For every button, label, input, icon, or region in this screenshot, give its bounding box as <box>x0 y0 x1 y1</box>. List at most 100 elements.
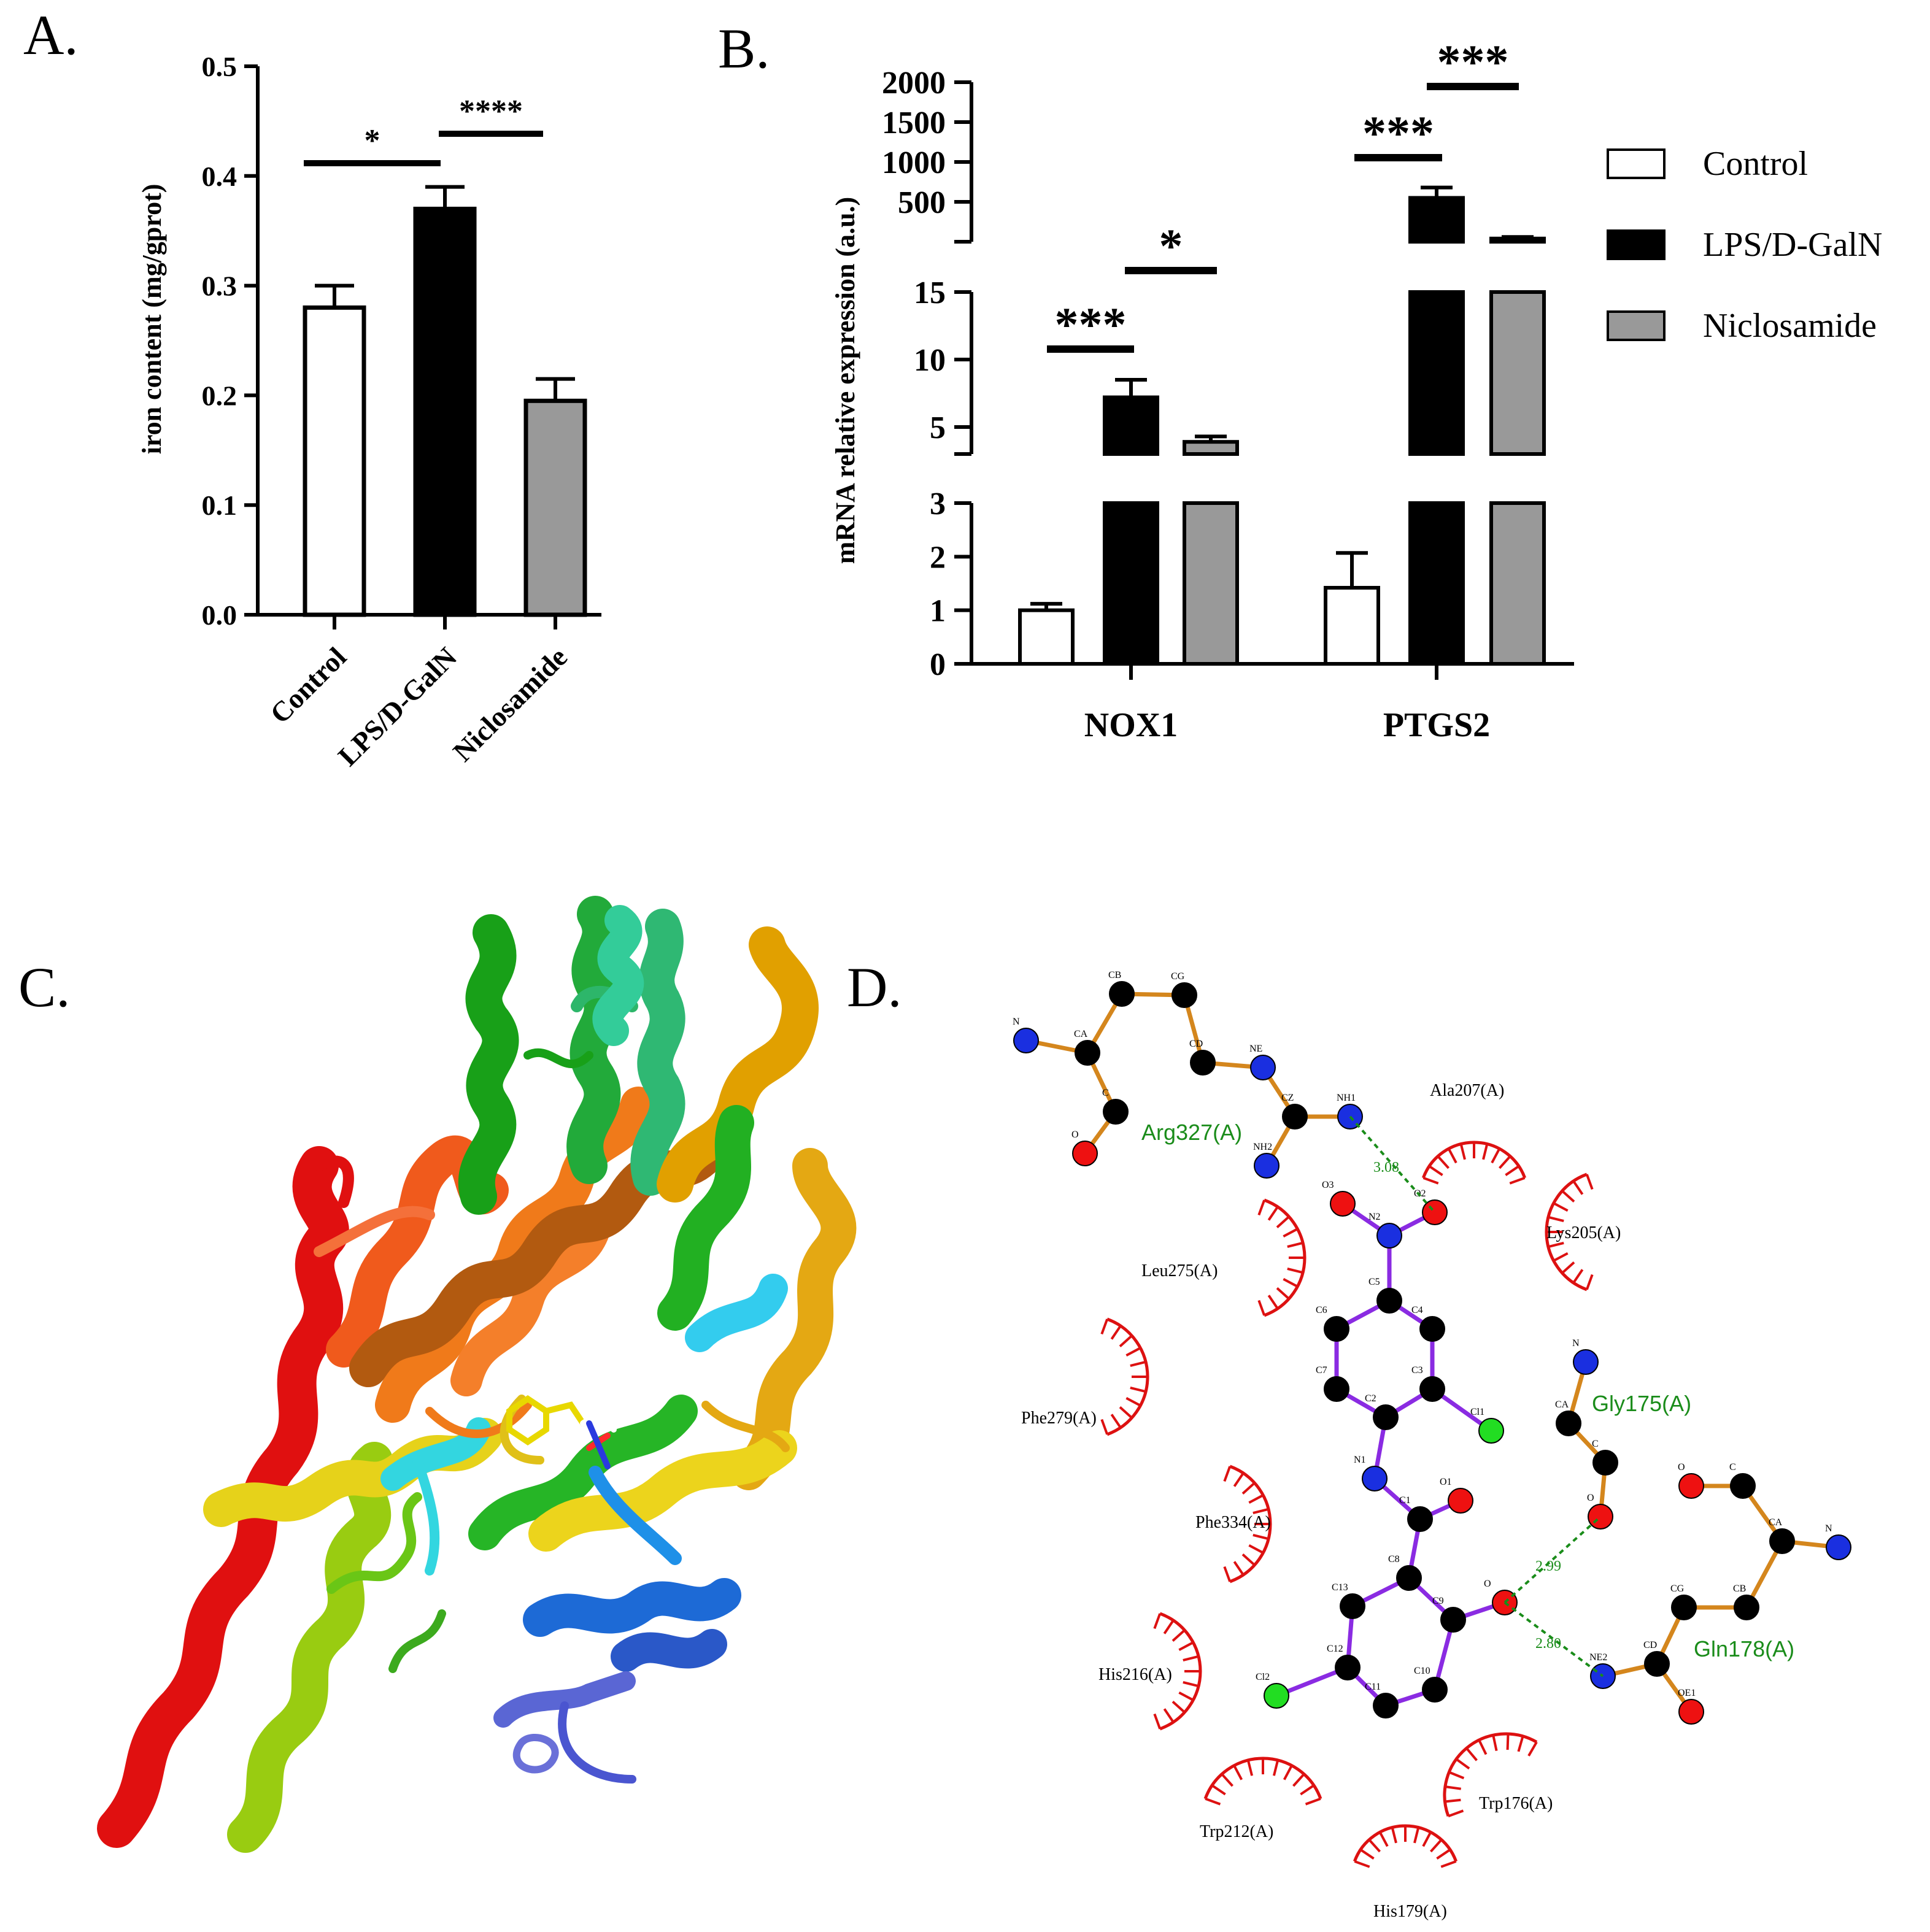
atom-ligand-c11-label: C11 <box>1365 1682 1381 1692</box>
hydrophobic-contact-8 <box>1443 1732 1538 1818</box>
hydrophobic-spoke <box>1445 1785 1461 1790</box>
hydrophobic-spoke <box>1436 1849 1451 1860</box>
hydrophobic-spoke <box>1272 1760 1280 1776</box>
atom-gln-n-label: N <box>1825 1523 1832 1534</box>
hydrophobic-spoke <box>1517 1736 1524 1752</box>
hydrophobic-spoke <box>1257 1299 1266 1316</box>
hydrophobic-spoke <box>1422 1177 1439 1185</box>
chart-a-bar <box>413 206 477 617</box>
atom-gly-ca <box>1556 1411 1581 1436</box>
hydrophobic-spoke <box>1183 1680 1199 1688</box>
atom-ligand-n1-label: N1 <box>1354 1455 1366 1465</box>
chart-b-xtick-label: NOX1 <box>1084 706 1178 744</box>
atom-arg-cz <box>1282 1104 1308 1130</box>
hydrophobic-spoke <box>1211 1784 1226 1796</box>
hydrophobic-spoke <box>1478 1739 1488 1755</box>
legend-swatch-niclosamide <box>1607 310 1666 341</box>
atom-gln-n <box>1826 1534 1851 1560</box>
hydrophobic-spoke <box>1455 1758 1470 1770</box>
hydrophobic-spoke <box>1172 1629 1186 1642</box>
atom-gly-c-label: C <box>1592 1439 1599 1449</box>
hydrophobic-spoke <box>1459 1144 1466 1160</box>
atom-arg-nh2-label: NH2 <box>1253 1142 1272 1152</box>
hydrophobic-spoke <box>1253 1533 1269 1541</box>
chart-a-significance-label: **** <box>459 94 523 129</box>
hydrophobic-spoke <box>1246 1760 1254 1776</box>
chart-b-bar <box>1183 440 1239 456</box>
hydrophobic-spoke <box>1292 1773 1305 1787</box>
chart-b-bar <box>1018 608 1075 666</box>
atom-ligand-c9 <box>1440 1607 1466 1633</box>
ligand-amide <box>580 1407 617 1433</box>
atom-arg-cd <box>1190 1050 1216 1076</box>
hydrophobic-spoke <box>1125 1396 1141 1407</box>
chart-a-xtick-label: Control <box>264 641 352 729</box>
helix-blue-1 <box>523 1578 741 1637</box>
atom-ligand-c3-label: C3 <box>1411 1365 1423 1376</box>
hydrophobic-spoke <box>1233 1472 1245 1487</box>
hydrophobic-contact-3 <box>1257 1198 1307 1317</box>
atom-arg-ca <box>1075 1040 1100 1066</box>
hydrophobic-spoke <box>1119 1334 1133 1347</box>
atom-gly-n <box>1573 1349 1599 1375</box>
chart-b-bar <box>1324 585 1380 666</box>
hydrophobic-spoke <box>1561 1190 1575 1203</box>
bond-ligand <box>1372 1417 1462 1522</box>
hbond-distance-2: 2.99 <box>1535 1558 1561 1574</box>
hydrophobic-spoke <box>1178 1641 1194 1652</box>
hydrophobic-spoke <box>1283 1765 1293 1780</box>
chart-a-significance-label: * <box>365 123 380 158</box>
chart-b-bar <box>1408 501 1465 666</box>
atom-ligand-cl1 <box>1478 1418 1504 1444</box>
chart-b-significance-label: *** <box>1362 106 1434 160</box>
chart-b-significance-label: *** <box>1055 298 1127 351</box>
atom-gln-o-label: O <box>1678 1462 1685 1472</box>
hydrophobic-spoke <box>1422 1831 1432 1847</box>
hydrophobic-spoke <box>1153 1713 1162 1730</box>
hydrophobic-spoke <box>1287 1267 1303 1274</box>
hydrophobic-spoke <box>1223 1566 1232 1582</box>
legend-label-control: Control <box>1703 145 1808 183</box>
hydrophobic-spoke <box>1428 1165 1443 1176</box>
hydrophobic-spoke <box>1241 1482 1256 1495</box>
hydrophobic-spoke <box>1505 1165 1520 1176</box>
helix-cyan-1 <box>380 1417 491 1491</box>
helix-orange-2 <box>450 1211 611 1396</box>
residue-label-hydrophobic: Phe279(A) <box>1021 1409 1097 1428</box>
chart-a-ytick-label: 0.0 <box>202 599 237 631</box>
hydrophobic-spoke <box>1440 1860 1457 1868</box>
chart-b-ytick-label: 10 <box>914 343 946 378</box>
atom-ligand-cl1-label: Cl1 <box>1470 1407 1484 1417</box>
hbond-1 <box>1349 1115 1436 1214</box>
chart-b-ytick-label: 1500 <box>882 106 946 140</box>
chart-b-bar <box>1489 290 1546 456</box>
hydrophobic-contact-5 <box>1223 1464 1272 1584</box>
hydrophobic-spoke <box>1561 1261 1575 1274</box>
hydrophobic-spoke <box>1100 1418 1109 1435</box>
hydrophobic-spoke <box>1445 1798 1461 1803</box>
atom-gln-c-label: C <box>1729 1462 1736 1472</box>
helix-blue-2 <box>611 1629 727 1672</box>
hydrophobic-contact-7 <box>1203 1757 1322 1806</box>
atom-gln-oe1-label: OE1 <box>1678 1688 1696 1698</box>
hydrophobic-spoke <box>1119 1406 1133 1419</box>
chart-b-xtick-label: PTGS2 <box>1383 706 1490 744</box>
residue-label-hydrophobic: His179(A) <box>1373 1902 1447 1921</box>
chart-b-bar <box>1103 501 1159 666</box>
helix-teal <box>592 905 644 1046</box>
atom-ligand-c2 <box>1373 1404 1399 1430</box>
loop-green-2 <box>388 1609 446 1673</box>
hydrophobic-spoke <box>1429 1839 1443 1853</box>
hydrophobic-spoke <box>1241 1553 1256 1566</box>
atom-ligand-c10-label: C10 <box>1414 1666 1430 1676</box>
chart-b-ytick-label: 1000 <box>882 145 946 180</box>
atom-ligand-cl2 <box>1264 1683 1289 1709</box>
atom-ligand-c13-label: C13 <box>1332 1582 1348 1593</box>
hbond-2 <box>1503 1515 1602 1604</box>
helix-cyan-2 <box>685 1274 788 1352</box>
atom-ligand-n2-label: N2 <box>1368 1212 1381 1222</box>
hydrophobic-spoke <box>1205 1797 1221 1806</box>
panel-label-c: C. <box>18 956 70 1018</box>
chart-b-ytick-label: 2000 <box>882 66 946 101</box>
atom-gln-cg-label: CG <box>1670 1584 1685 1594</box>
